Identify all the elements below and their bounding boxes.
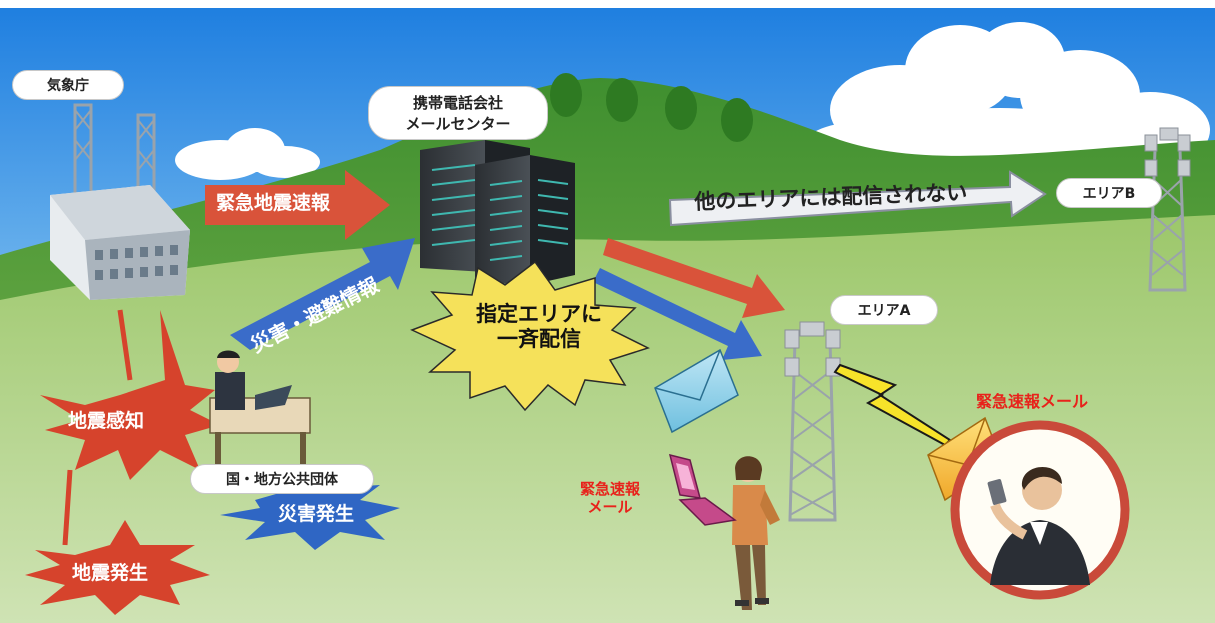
other-area-arrow-shape <box>668 170 1047 227</box>
carrier-label-line1: 携帯電話会社 <box>412 94 503 112</box>
area-b-label-text: エリアB <box>1082 186 1136 202</box>
disaster-occurred-label: 災害発生 <box>278 503 355 525</box>
broadcast-label-line1: 指定エリアに <box>476 302 602 326</box>
cloud-left <box>175 128 320 180</box>
emergency-mail-phone-label: 緊急速報 メール <box>580 480 640 516</box>
office-worker <box>209 350 311 477</box>
broadcast-burst <box>410 260 650 412</box>
broadcast-label-line2: 一斉配信 <box>497 327 581 352</box>
tremor-lines <box>62 309 133 546</box>
server-racks <box>420 140 575 285</box>
area-b-label: エリアB <box>1056 178 1162 208</box>
quake-detected-label: 地震感知 <box>68 410 145 432</box>
disaster-info-arrow-shape <box>230 238 415 350</box>
area-a-label: エリアA <box>830 295 938 325</box>
local-gov-label-text: 国・地方公共団体 <box>226 472 338 488</box>
flip-phone <box>668 453 737 526</box>
eew-arrow-label: 緊急地震速報 <box>216 192 331 214</box>
carrier-label: 携帯電話会社 メールセンター <box>368 86 548 140</box>
jma-label-text: 気象庁 <box>47 78 89 94</box>
trees <box>550 73 753 142</box>
emergency-mail-phone-line2: メール <box>587 498 633 516</box>
man-in-circle <box>950 420 1130 600</box>
quake-detected-burst <box>40 310 220 480</box>
emergency-mail-label: 緊急速報メール <box>976 392 1089 411</box>
carrier-label-line2: メールセンター <box>405 115 511 133</box>
jma-building <box>50 103 190 300</box>
eew-arrow-shape <box>205 170 390 240</box>
blue-arrow-to-area-a <box>593 268 762 360</box>
emergency-mail-phone-line1: 緊急速報 <box>580 480 641 498</box>
quake-occurred-burst <box>25 520 210 615</box>
area-a-label-text: エリアA <box>857 303 911 319</box>
tower-area-a <box>784 321 841 522</box>
jma-label: 気象庁 <box>12 70 124 100</box>
red-arrow-to-area-a <box>603 238 785 318</box>
quake-occurred-label: 地震発生 <box>72 562 149 584</box>
envelope-blue <box>654 348 739 434</box>
tower-area-b <box>1144 127 1191 292</box>
broadcast-label: 指定エリアに 一斉配信 <box>476 302 602 352</box>
woman-with-phone <box>732 456 780 610</box>
local-gov-label: 国・地方公共団体 <box>190 464 374 494</box>
